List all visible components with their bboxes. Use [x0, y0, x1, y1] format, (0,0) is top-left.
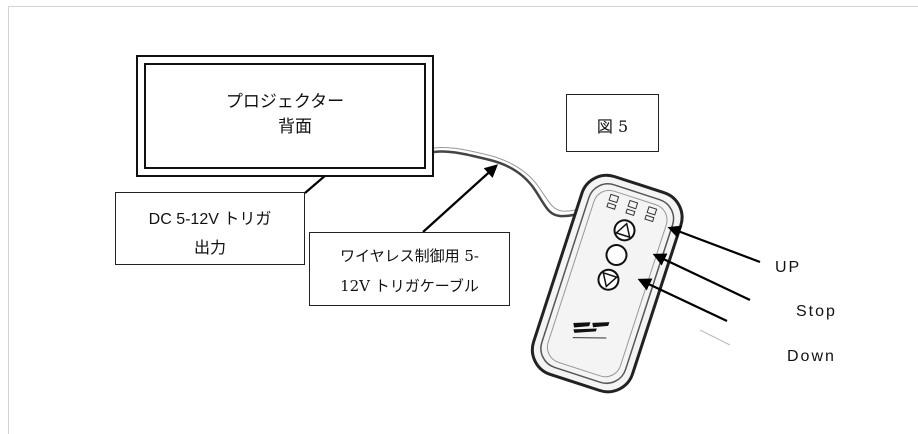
arrow-icon [637, 278, 728, 322]
down-button-label: Down [787, 348, 836, 365]
cable-label-line1: ワイヤレス制御用 5- [340, 247, 479, 265]
arrow-icon [652, 253, 751, 301]
up-button-label: UP [775, 259, 802, 276]
arrow-icon [667, 225, 761, 264]
projector-label-line2: 背面 [278, 117, 312, 137]
remote-control-icon [530, 173, 684, 394]
led-indicator-icon [606, 193, 658, 223]
frame-top-border [8, 6, 918, 7]
cable-label-line2: 12V トリガケーブル [340, 277, 479, 295]
stop-circle-icon [605, 244, 628, 267]
arrow-icon [422, 164, 498, 233]
dc-trigger-label-line2: 出力 [193, 238, 226, 257]
wireless-trigger-cable-box: ワイヤレス制御用 5- 12V トリガケーブル [309, 232, 510, 306]
dc-trigger-output-box: DC 5-12V トリガ 出力 [115, 192, 305, 265]
trigger-cable-shadow [433, 147, 608, 212]
dc-trigger-label-line1: DC 5-12V トリガ [148, 211, 272, 228]
up-triangle-icon [613, 219, 636, 242]
frame-left-border [8, 6, 9, 434]
figure-number-label: 図 5 [596, 117, 629, 136]
projector-rear-box: プロジェクター 背面 [136, 55, 434, 177]
projector-rear-inner [144, 63, 426, 169]
down-triangle-icon [597, 268, 620, 291]
trigger-cable [433, 150, 606, 218]
arrow-shadow [699, 329, 731, 346]
projector-label-line1: プロジェクター [225, 92, 345, 112]
stop-button-label: Stop [796, 303, 837, 320]
brand-logo-icon [572, 322, 610, 339]
figure-number-box: 図 5 [566, 94, 659, 152]
